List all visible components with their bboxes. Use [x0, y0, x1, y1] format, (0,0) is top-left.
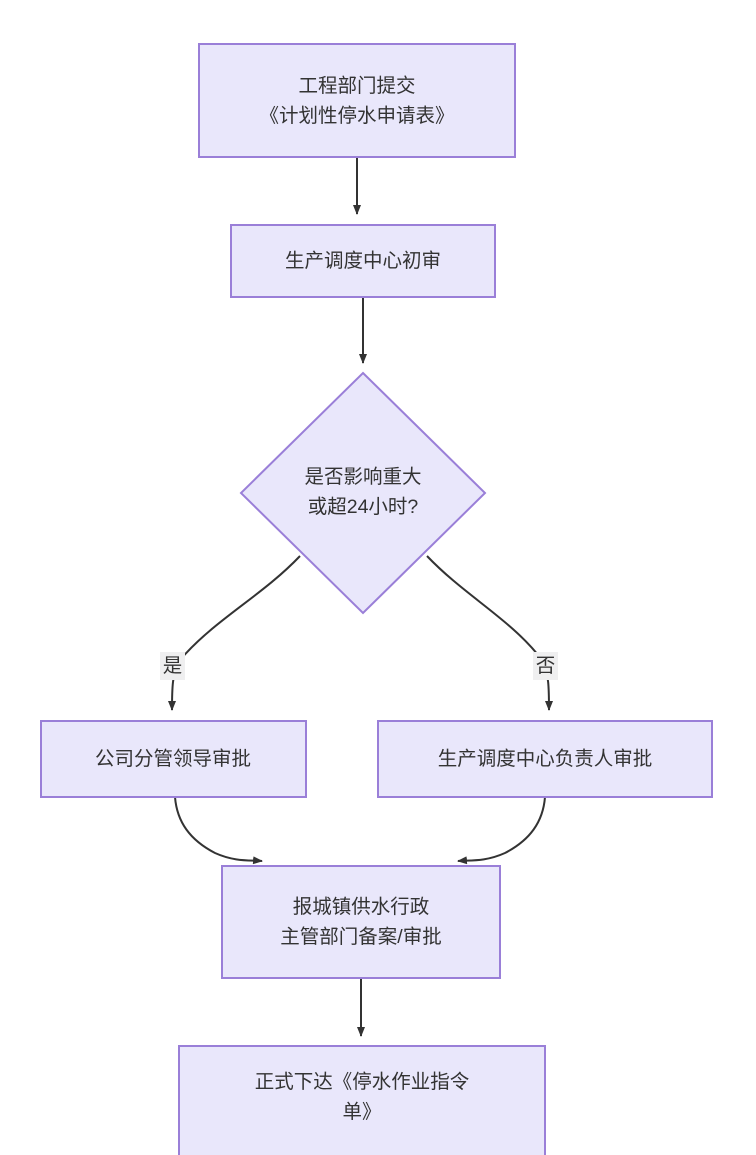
edge-label-no-bg [533, 652, 558, 680]
edge-label-yes-bg [160, 652, 185, 680]
node-submit-application-line-2: 《计划性停水申请表》 [259, 105, 454, 127]
node-issue-shutdown-order-shape [178, 1045, 546, 1155]
edge-n5-n6 [457, 796, 546, 865]
node-decision-major-impact-shape [239, 371, 487, 615]
edge-layer [168, 157, 553, 1037]
edge-label-yes-text: 是 [163, 655, 183, 677]
node-municipal-water-authority-shape [221, 865, 501, 979]
node-dispatch-head-approval[interactable]: 生产调度中心负责人审批 [377, 720, 713, 798]
node-dispatch-center-review-shape [230, 224, 496, 298]
node-company-leader-approval-shape [40, 720, 307, 798]
node-company-leader-approval[interactable]: 公司分管领导审批 [40, 720, 307, 798]
node-submit-application[interactable]: 工程部门提交 《计划性停水申请表》 [198, 43, 516, 158]
node-municipal-water-authority-line-1: 报城镇供水行政 [293, 896, 430, 918]
node-municipal-water-authority-line-2: 主管部门备案/审批 [280, 926, 441, 948]
node-issue-shutdown-order-line-1: 正式下达《停水作业指令 [255, 1071, 470, 1093]
node-decision-major-impact-line-1: 是否影响重大 [304, 466, 421, 488]
node-dispatch-head-approval-shape [377, 720, 713, 798]
edge-label-yes: 是 [160, 652, 185, 680]
edge-label-no: 否 [533, 652, 558, 680]
node-municipal-water-authority[interactable]: 报城镇供水行政 主管部门备案/审批 [221, 865, 501, 979]
node-dispatch-center-review-line-1: 生产调度中心初审 [285, 250, 441, 272]
node-decision-major-impact[interactable]: 是否影响重大 或超24小时? [239, 371, 487, 615]
node-issue-shutdown-order-line-2: 单》 [342, 1101, 381, 1123]
edge-n4-n6 [174, 796, 263, 865]
node-decision-major-impact-line-2: 或超24小时? [308, 496, 419, 518]
edge-n3-n4 [168, 555, 301, 711]
edge-n5-branch [426, 555, 553, 711]
node-submit-application-shape [198, 43, 516, 158]
node-dispatch-head-approval-line-1: 生产调度中心负责人审批 [438, 748, 653, 770]
node-company-leader-approval-line-1: 公司分管领导审批 [95, 748, 251, 770]
edge-label-no-text: 否 [536, 655, 556, 677]
node-submit-application-line-1: 工程部门提交 [298, 75, 415, 97]
node-dispatch-center-review[interactable]: 生产调度中心初审 [230, 224, 496, 298]
node-issue-shutdown-order[interactable]: 正式下达《停水作业指令 单》 [178, 1045, 546, 1155]
